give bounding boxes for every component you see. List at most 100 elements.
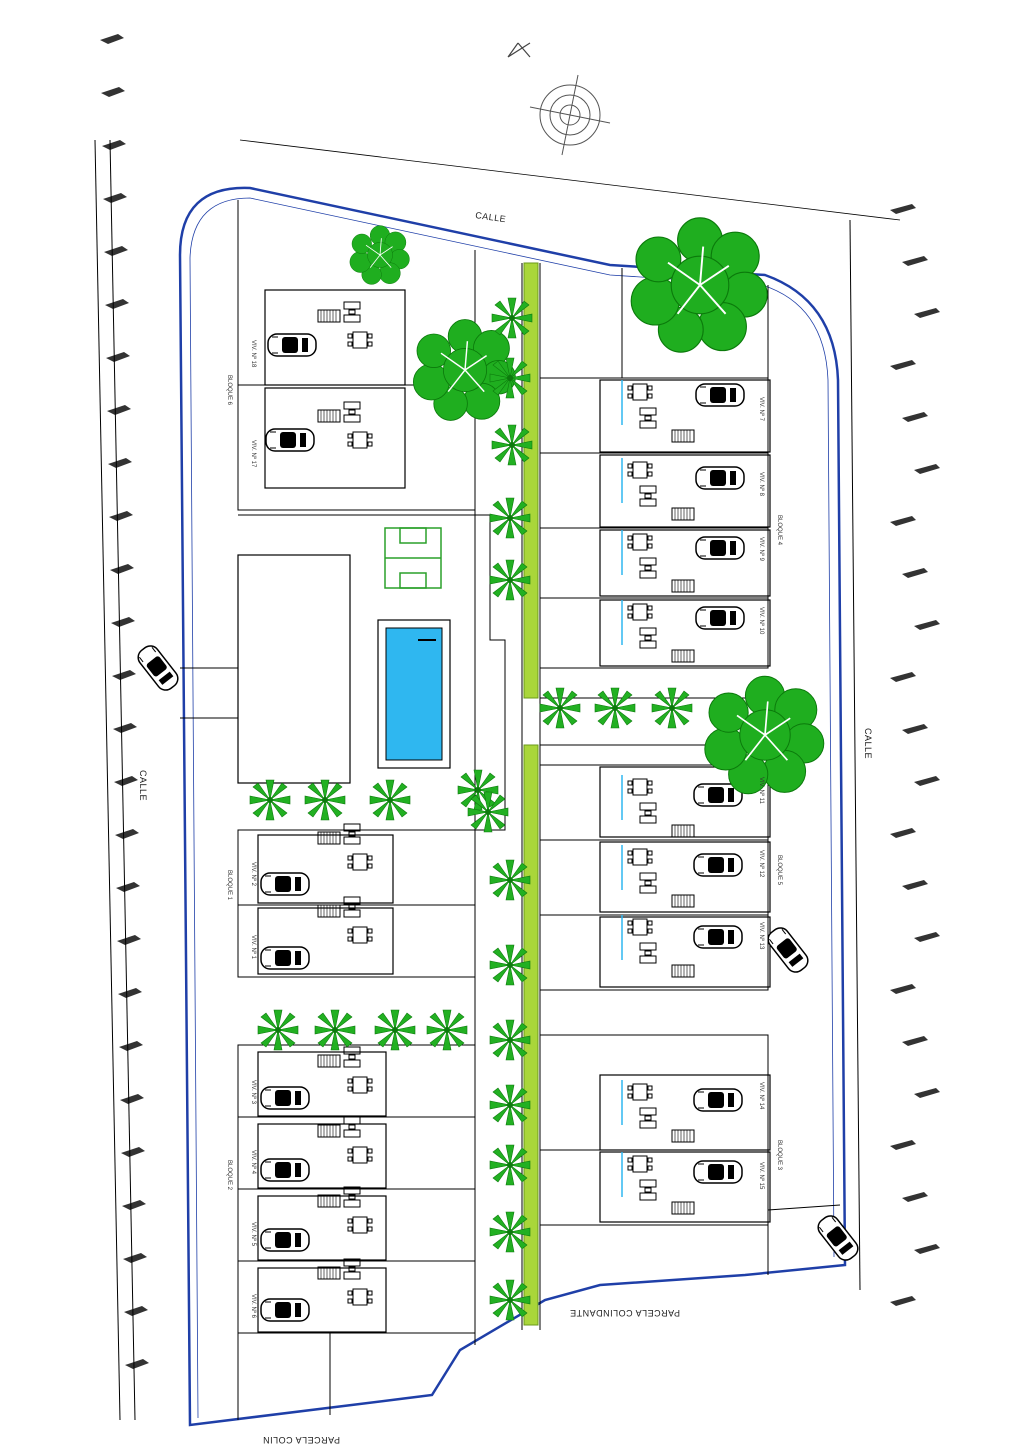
car-icon — [695, 383, 745, 407]
table-icon — [627, 603, 653, 621]
palm-tree-icon — [489, 1211, 531, 1253]
palm-tree-icon — [489, 1019, 531, 1061]
palm-tree-icon — [651, 687, 693, 729]
car-icon — [693, 853, 743, 877]
stairs-icon — [671, 824, 695, 838]
block-3 — [539, 1034, 841, 1275]
sofa-icon — [639, 557, 657, 579]
table-icon — [627, 1155, 653, 1173]
table-icon — [347, 1146, 373, 1164]
stairs-icon — [317, 309, 341, 323]
dwelling-label: VIV. Nº 12 — [758, 850, 765, 878]
palm-tree-icon — [249, 779, 291, 821]
stairs-icon — [317, 831, 341, 845]
table-icon — [347, 431, 373, 449]
dwelling-label: VIV. Nº 6 — [250, 1294, 257, 1319]
palm-tree-icon — [374, 1009, 416, 1051]
sofa-icon — [343, 1116, 361, 1138]
table-icon — [347, 1076, 373, 1094]
stairs-icon — [317, 409, 341, 423]
dwelling-label: VIV. Nº 14 — [758, 1082, 765, 1110]
pool-icon — [377, 619, 451, 769]
stairs-icon — [671, 1129, 695, 1143]
car-icon — [693, 925, 743, 949]
block-4 — [539, 268, 771, 669]
sofa-icon — [639, 485, 657, 507]
block-label-2: BLOQUE 2 — [226, 1160, 232, 1191]
palm-tree-icon — [491, 297, 533, 339]
car-icon — [260, 872, 310, 896]
palm-tree-icon — [304, 779, 346, 821]
car-icon — [260, 1158, 310, 1182]
sofa-icon — [639, 407, 657, 429]
car-icon — [695, 536, 745, 560]
block-label-3: BLOQUE 3 — [776, 1140, 782, 1171]
car-icon — [693, 1160, 743, 1184]
sofa-icon — [343, 1186, 361, 1208]
block-label-1: BLOQUE 1 — [226, 870, 232, 901]
car-icon — [260, 946, 310, 970]
palm-tree-icon — [314, 1009, 356, 1051]
palm-tree-icon — [426, 1009, 468, 1051]
dwelling-label: VIV. Nº 13 — [758, 922, 765, 950]
stairs-icon — [317, 1266, 341, 1280]
stairs-icon — [671, 894, 695, 908]
table-icon — [627, 533, 653, 551]
neighbor-label-east: PARCELA COLINDANTE — [570, 1308, 680, 1318]
dwelling-label: VIV. Nº 1 — [250, 935, 257, 960]
palm-tree-icon — [257, 1009, 299, 1051]
dwelling-label: VIV. Nº 17 — [250, 440, 257, 468]
stairs-icon — [671, 964, 695, 978]
sports-court-icon — [384, 527, 442, 589]
sofa-icon — [639, 627, 657, 649]
stairs-icon — [671, 579, 695, 593]
palm-tree-icon — [489, 1144, 531, 1186]
palm-tree-icon — [369, 779, 411, 821]
dwelling-label: VIV. Nº 4 — [250, 1150, 257, 1175]
sofa-icon — [343, 1258, 361, 1280]
car-icon — [763, 923, 813, 977]
dwelling-label: VIV. Nº 10 — [758, 607, 765, 635]
dwelling-label: VIV. Nº 15 — [758, 1162, 765, 1190]
table-icon — [627, 1083, 653, 1101]
stairs-icon — [671, 429, 695, 443]
palm-tree-icon — [489, 497, 531, 539]
car-icon — [133, 641, 183, 695]
sofa-icon — [343, 301, 361, 323]
car-icon — [813, 1211, 863, 1265]
car-icon — [260, 1228, 310, 1252]
sofa-icon — [639, 1107, 657, 1129]
block-label-4: BLOQUE 4 — [776, 515, 782, 546]
table-icon — [347, 1216, 373, 1234]
street-label-north: CALLE — [475, 210, 507, 224]
sofa-icon — [343, 896, 361, 918]
table-icon — [347, 926, 373, 944]
survey-marks — [100, 34, 940, 1369]
street-label-east: CALLE — [863, 728, 873, 759]
stairs-icon — [671, 507, 695, 521]
palm-tree-icon — [594, 687, 636, 729]
palm-tree-icon — [467, 791, 509, 833]
sofa-icon — [343, 1046, 361, 1068]
block-label-6: BLOQUE 6 — [226, 375, 232, 406]
sofa-icon — [343, 823, 361, 845]
table-icon — [627, 461, 653, 479]
block-label-5: BLOQUE 5 — [776, 855, 782, 886]
stairs-icon — [671, 649, 695, 663]
palm-tree-icon — [489, 357, 531, 399]
north-arrow-icon — [507, 42, 611, 156]
car-icon — [265, 428, 315, 452]
sofa-icon — [639, 872, 657, 894]
palm-tree-icon — [249, 297, 693, 1321]
car-icon — [693, 1088, 743, 1112]
stairs-icon — [317, 1124, 341, 1138]
green-walkway — [523, 262, 539, 699]
plot-boundary — [178, 186, 847, 1427]
dwelling-label: VIV. Nº 8 — [758, 472, 765, 497]
block-1 — [237, 829, 476, 978]
table-icon — [347, 853, 373, 871]
sofa-icon — [639, 942, 657, 964]
dwelling-label: VIV. Nº 11 — [758, 777, 765, 805]
car-icon — [695, 606, 745, 630]
